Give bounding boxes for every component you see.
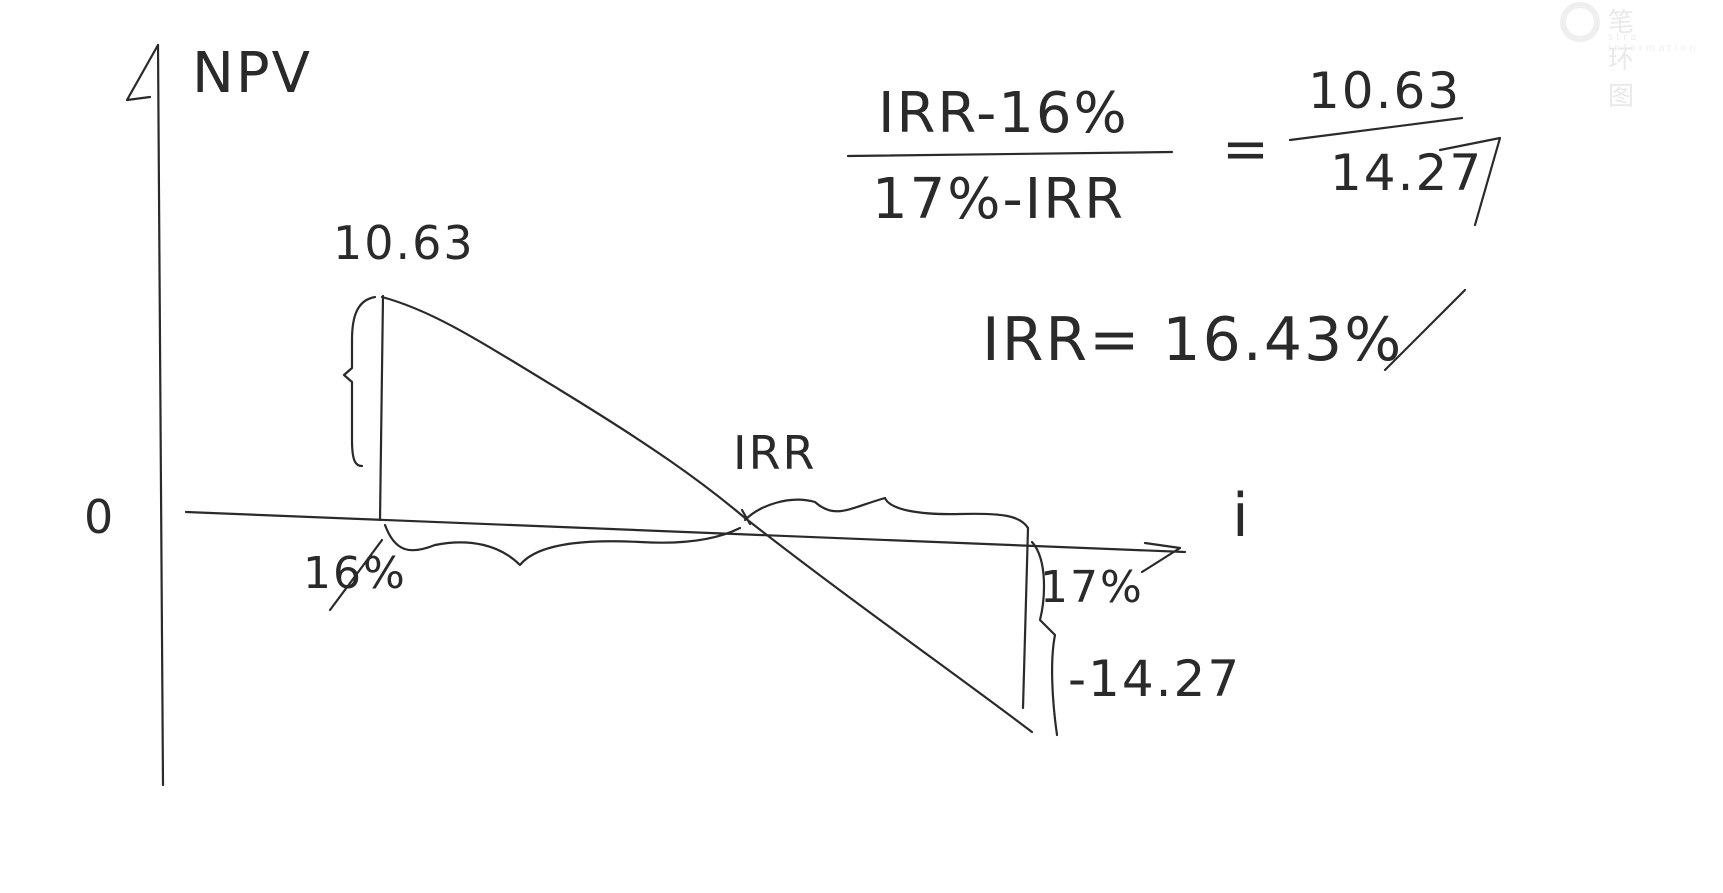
npv-line	[380, 295, 1034, 734]
npv-high-brace	[342, 295, 377, 468]
irr-to-rate-high-brace	[743, 496, 1030, 530]
y-axis-line	[156, 43, 165, 787]
irr-crossing-label: IRR	[733, 426, 817, 480]
rhs-seven-stroke	[1438, 136, 1502, 227]
npv-high-label: 10.63	[333, 216, 475, 270]
rate-low-tick	[328, 538, 384, 612]
rate-high-label: 17%	[1040, 562, 1144, 613]
origin-label: 0	[84, 490, 116, 544]
equation-lhs-numerator: IRR-16%	[878, 81, 1129, 146]
x-axis-label: i	[1232, 481, 1251, 551]
equation-equals-sign: =	[1222, 117, 1271, 182]
result-percent-stroke	[1383, 288, 1467, 372]
rate-low-drop-line	[378, 294, 385, 522]
npv-low-brace	[1030, 540, 1059, 737]
watermark-text: 笔环图	[1608, 8, 1636, 112]
rate-low-label: 16%	[303, 548, 407, 599]
equation-rhs-numerator: 10.63	[1308, 62, 1462, 120]
x-axis-arrowhead	[1140, 541, 1182, 574]
lhs-fraction-bar	[846, 150, 1174, 158]
y-axis-arrowhead	[125, 43, 160, 102]
rate-high-drop-line	[1021, 526, 1030, 710]
watermark-subtext: stra information	[1608, 32, 1699, 54]
equation-result: IRR= 16.43%	[982, 305, 1404, 375]
rate-low-to-irr-brace	[383, 523, 742, 567]
equation-rhs-denominator: 14.27	[1330, 144, 1484, 202]
y-axis-label: NPV	[192, 41, 312, 106]
equation-lhs-denominator: 17%-IRR	[872, 167, 1126, 232]
irr-tick	[740, 508, 752, 526]
watermark-logo-icon	[1560, 2, 1600, 42]
x-axis-line	[184, 510, 1187, 554]
npv-low-label: -14.27	[1068, 650, 1242, 708]
rhs-fraction-bar	[1288, 116, 1464, 142]
